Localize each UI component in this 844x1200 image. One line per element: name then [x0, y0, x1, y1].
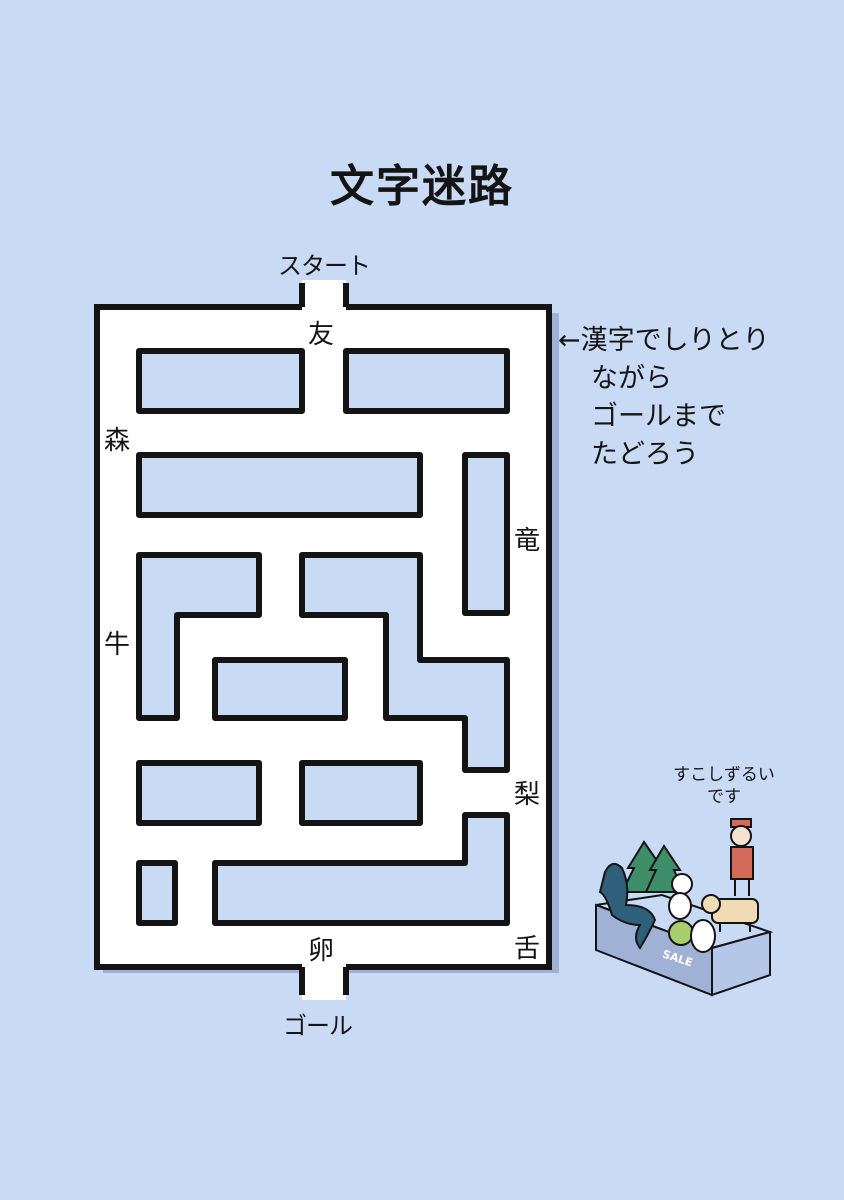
- kanji-shita: 舌: [514, 934, 541, 964]
- cow-icon: [701, 894, 759, 932]
- maze-wall-block: [136, 552, 262, 721]
- maze-wall-block: [212, 657, 348, 721]
- instructions-line-1: ←漢字でしりとり: [558, 325, 770, 356]
- pear-icon: [668, 920, 694, 946]
- kanji-ushi: 牛: [104, 630, 131, 660]
- goal-label: ゴール: [283, 1012, 353, 1040]
- kanji-nashi: 梨: [514, 780, 541, 810]
- maze-wall-block: [212, 812, 510, 926]
- maze-exit: [302, 962, 346, 1000]
- instructions-line-3: ゴールまで: [591, 401, 726, 432]
- maze-wall-block: [462, 452, 510, 616]
- maze-wall-block: [299, 760, 423, 826]
- maze-walls: [136, 348, 510, 926]
- maze-wall-block: [136, 348, 305, 414]
- illustration-note: すこしずるい です: [664, 764, 784, 808]
- maze-wall-block: [136, 760, 262, 826]
- maze-wall-block: [299, 552, 510, 773]
- shopkeeper-icon: [730, 818, 754, 896]
- kanji-tomo: 友: [308, 320, 335, 350]
- egg-icon: [690, 919, 716, 953]
- page-title: 文字迷路: [330, 161, 514, 212]
- instructions-line-2: ながら: [591, 363, 672, 394]
- sale-box-side: [711, 930, 771, 997]
- instructions: ←漢字でしりとり ながら ゴールまで たどろう: [558, 322, 818, 474]
- kanji-mori: 森: [104, 426, 131, 456]
- kanji-tamago: 卵: [308, 936, 335, 966]
- note-line-2: です: [707, 787, 741, 807]
- start-label: スタート: [278, 252, 371, 280]
- dragon-icon: [598, 862, 657, 950]
- kanji-ryu: 竜: [514, 526, 541, 556]
- note-line-1: すこしずるい: [673, 765, 775, 785]
- shop-illustration: [595, 818, 774, 997]
- figure-icon: [668, 873, 693, 920]
- instructions-line-4: たどろう: [591, 439, 699, 470]
- maze-wall-block: [343, 348, 510, 414]
- maze-entrance: [302, 280, 346, 312]
- maze-wall-block: [136, 452, 423, 518]
- maze-wall-block: [136, 860, 178, 926]
